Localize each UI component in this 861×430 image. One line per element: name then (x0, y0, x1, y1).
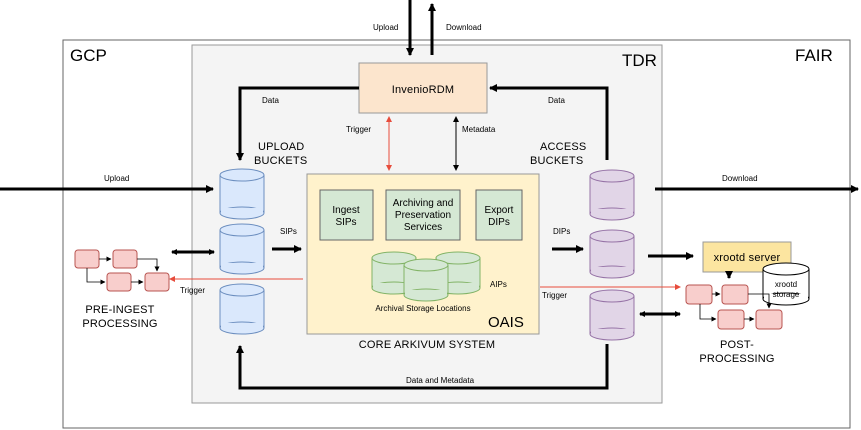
access-bucket-1 (589, 169, 635, 221)
archiving-line-3: Services (404, 222, 442, 233)
access-bucket-2 (589, 229, 635, 279)
sips-label: SIPs (280, 227, 297, 236)
pre-ingest-line-2: PROCESSING (82, 318, 157, 330)
data-and-metadata-arrow (236, 344, 609, 390)
gcp-label: GCP (70, 46, 107, 65)
data-left-label: Data (262, 96, 279, 105)
access-buckets-heading-2: BUCKETS (530, 155, 583, 167)
ingest-sips-box (319, 189, 374, 241)
data-from-access-arrow (489, 84, 609, 160)
xrootd-storage-line-1: xrootd (775, 280, 797, 289)
export-line-1: Export (485, 205, 514, 216)
fair-label: FAIR (795, 46, 833, 65)
data-to-upload-arrow (236, 86, 359, 161)
trigger-left-label: Trigger (180, 286, 205, 295)
aips-label: AIPs (490, 280, 507, 289)
archiving-box (385, 189, 461, 241)
xrootd-server-label: xrootd server (714, 252, 781, 264)
inveniordm-title: InvenioRDM (392, 84, 455, 96)
upload-bucket-2 (219, 223, 265, 275)
right-download-label: Download (722, 174, 758, 183)
ingest-line-1: Ingest (332, 205, 359, 216)
left-upload-label: Upload (104, 174, 129, 183)
top-download-label: Download (446, 23, 482, 32)
upload-bucket-1 (219, 168, 265, 220)
upload-buckets-heading: UPLOAD (258, 141, 304, 153)
pre-ingest-line-1: PRE-INGEST (85, 304, 154, 316)
post-processing-line-1: POST- (720, 339, 754, 351)
upload-bucket-3 (219, 283, 265, 335)
export-dips-box (475, 189, 523, 241)
ingest-line-2: SIPs (335, 217, 356, 228)
dips-label: DIPs (553, 227, 570, 236)
invenio-metadata-label: Metadata (462, 125, 496, 134)
top-upload-label: Upload (373, 23, 398, 32)
post-processing-workflow (685, 284, 783, 330)
data-and-metadata-label: Data and Metadata (406, 376, 475, 385)
xrootd-storage-line-2: storage (773, 290, 800, 299)
export-line-2: DIPs (488, 217, 510, 228)
trigger-right-label: Trigger (542, 291, 567, 300)
tdr-label: TDR (622, 51, 657, 70)
aip-storage-2 (403, 258, 449, 302)
xrootd-storage (762, 262, 810, 306)
core-arkivum-label: CORE ARKIVUM SYSTEM (359, 339, 495, 351)
archiving-line-2: Preservation (395, 210, 451, 221)
archival-storage-label: Archival Storage Locations (375, 304, 470, 313)
upload-buckets-heading-2: BUCKETS (254, 155, 307, 167)
access-buckets-heading: ACCESS (540, 141, 586, 153)
pre-ingest-workflow (74, 249, 170, 292)
access-bucket-3 (589, 289, 635, 341)
post-processing-line-2: PROCESSING (699, 353, 774, 365)
data-right-label: Data (548, 96, 565, 105)
archiving-line-1: Archiving and (393, 198, 454, 209)
oais-label: OAIS (488, 314, 524, 331)
invenio-trigger-label: Trigger (346, 125, 371, 134)
